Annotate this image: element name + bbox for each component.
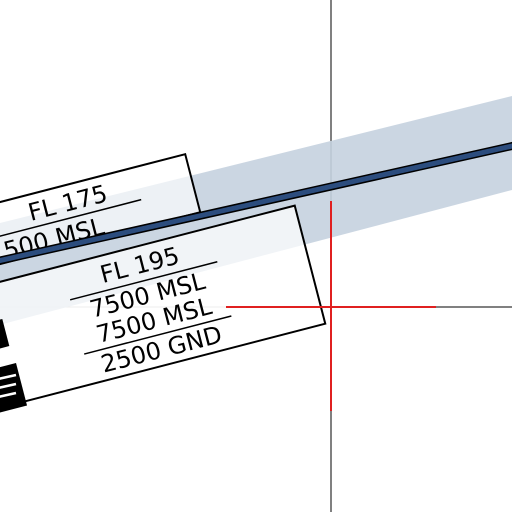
airway-centerline <box>0 143 512 264</box>
label-box-b-divider-1 <box>69 261 218 301</box>
airspace-class-icon <box>0 362 28 414</box>
label-box-a-divider <box>0 198 142 239</box>
crosshair-cursor[interactable] <box>226 201 436 411</box>
altitude-label-box-b[interactable]: FL 195 7500 MSL 7500 MSL 2500 GND <box>0 204 327 407</box>
label-box-b-frame <box>0 204 327 407</box>
airspace-class-icon <box>0 318 10 350</box>
label-box-b-divider-2 <box>83 315 232 355</box>
